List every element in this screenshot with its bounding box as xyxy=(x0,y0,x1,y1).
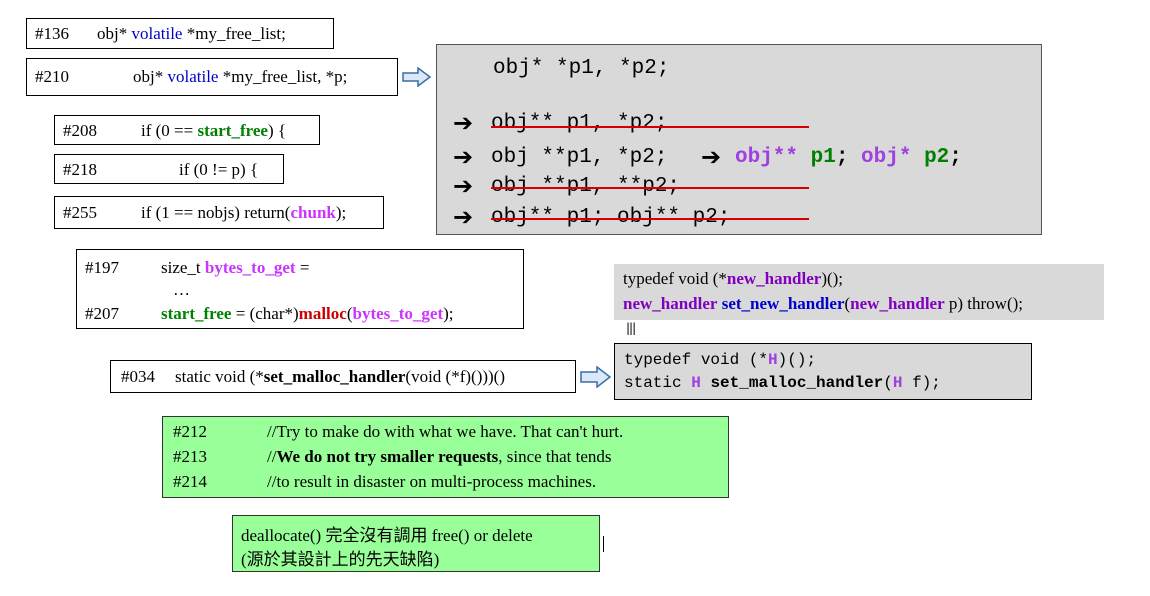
right-arrow-icon xyxy=(402,67,432,87)
text-cursor xyxy=(603,536,605,552)
keyword-volatile: volatile xyxy=(167,67,219,86)
code-box-210: #210 obj* volatile *my_free_list, *p; xyxy=(26,58,398,96)
arrow-right-icon: ➔ xyxy=(701,143,722,171)
arrow-right-icon: ➔ xyxy=(453,143,474,171)
start-free-token: start_free xyxy=(197,121,268,140)
code-box-218: #218 if (0 != p) { xyxy=(54,154,284,184)
code-text: if (0 == start_free) { xyxy=(141,121,287,140)
arrow-right-icon: ➔ xyxy=(453,172,474,200)
comment-text: //to result in disaster on multi-process… xyxy=(267,472,597,491)
comment-block: #212 //Try to make do with what we have.… xyxy=(162,416,729,498)
code-box-255: #255 if (1 == nobjs) return(chunk); xyxy=(54,196,384,229)
code-box-136: #136 obj* volatile *my_free_list; xyxy=(26,18,334,49)
ellipsis: … xyxy=(173,280,190,299)
interpretation-2: obj **p1, *p2; xyxy=(491,146,668,169)
code-text: typedef void (*new_handler)(); xyxy=(623,269,844,288)
malloc-token: malloc xyxy=(298,304,347,323)
keyword-volatile: volatile xyxy=(131,24,183,43)
line-number: #213 xyxy=(173,447,207,466)
line-number: #212 xyxy=(173,422,207,441)
code-text: static H set_malloc_handler(H f); xyxy=(624,374,941,392)
code-text: static void (*set_malloc_handler(void (*… xyxy=(175,367,506,386)
line-number: #197 xyxy=(85,258,119,277)
bytes-to-get-token: bytes_to_get xyxy=(204,258,296,277)
line-number: #136 xyxy=(35,24,69,43)
new-handler-typedef-panel: typedef void (*new_handler)(); new_handl… xyxy=(614,264,1104,320)
code-text: typedef void (*H)(); xyxy=(624,351,817,369)
equivalent-declarations: obj** p1; obj* p2; xyxy=(735,146,962,169)
interpretation-4: obj** p1; obj** p2; xyxy=(491,206,731,229)
interpretation-3: obj **p1, **p2; xyxy=(491,175,681,198)
code-box-197-207: #197 size_t bytes_to_get = … #207 start_… xyxy=(76,249,524,329)
note-box: deallocate() 完全沒有調用 free() or delete (源於… xyxy=(232,515,600,572)
line-number: #255 xyxy=(63,203,97,222)
equivalence-symbol: ||| xyxy=(626,321,636,335)
comment-text: //We do not try smaller requests, since … xyxy=(267,447,612,466)
note-line: deallocate() 完全沒有調用 free() or delete xyxy=(241,526,533,545)
code-text: if (1 == nobjs) return(chunk); xyxy=(141,203,347,222)
line-number: #214 xyxy=(173,472,207,491)
right-arrow-icon xyxy=(580,366,612,388)
line-number: #210 xyxy=(35,67,69,86)
set-malloc-handler-panel: typedef void (*H)(); static H set_malloc… xyxy=(614,343,1032,400)
interpretation-1: obj** p1, *p2; xyxy=(491,112,668,135)
line-number: #208 xyxy=(63,121,97,140)
arrow-right-icon: ➔ xyxy=(453,109,474,137)
line-number: #218 xyxy=(63,160,97,179)
note-line: (源於其設計上的先天缺陷) xyxy=(241,550,440,569)
code-text: obj* volatile *my_free_list; xyxy=(97,24,286,43)
code-box-034: #034 static void (*set_malloc_handler(vo… xyxy=(110,360,576,393)
code-text: if (0 != p) { xyxy=(179,160,259,179)
arrow-right-icon: ➔ xyxy=(453,203,474,231)
strike-through xyxy=(491,218,809,220)
line-number: #034 xyxy=(121,367,155,386)
comment-text: //Try to make do with what we have. That… xyxy=(267,422,624,441)
code-box-208: #208 if (0 == start_free) { xyxy=(54,115,320,145)
original-declaration: obj* *p1, *p2; xyxy=(493,57,670,80)
declaration-comparison-panel: obj* *p1, *p2; ➔ obj** p1, *p2; ➔ obj **… xyxy=(436,44,1042,235)
code-text: new_handler set_new_handler(new_handler … xyxy=(623,294,1024,313)
strike-through xyxy=(491,187,809,189)
code-text: obj* volatile *my_free_list, *p; xyxy=(133,67,348,86)
chunk-token: chunk xyxy=(290,203,336,222)
line-number: #207 xyxy=(85,304,119,323)
code-text: size_t bytes_to_get = xyxy=(161,258,310,277)
strike-through xyxy=(491,126,809,128)
code-text: start_free = (char*)malloc(bytes_to_get)… xyxy=(161,304,454,323)
